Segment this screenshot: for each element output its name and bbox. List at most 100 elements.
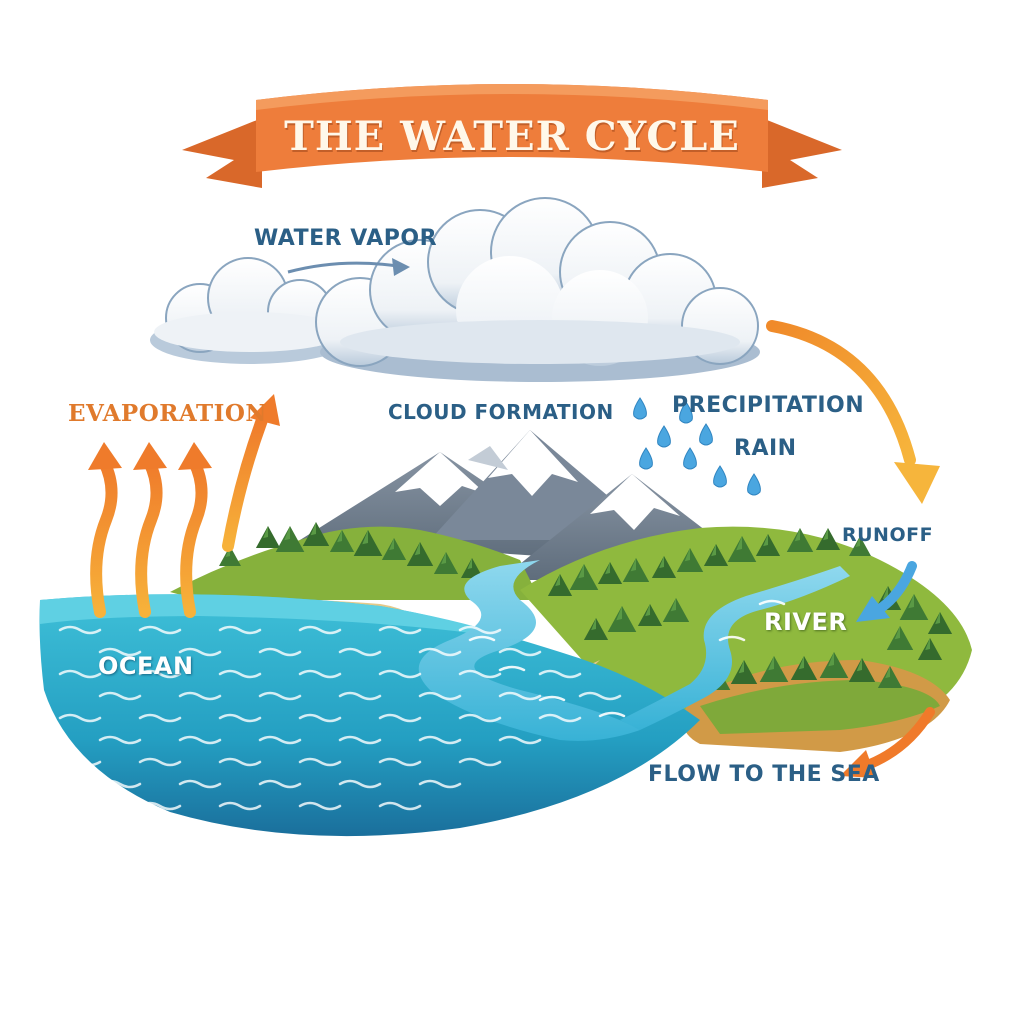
tree <box>406 542 434 566</box>
wave-stroke <box>338 647 382 657</box>
rain-drop <box>633 397 647 420</box>
wave-stroke <box>538 713 582 723</box>
evaporation-arrow-4 <box>222 394 280 552</box>
wave-stroke <box>378 669 422 679</box>
tree <box>607 606 637 632</box>
label-ocean: OCEAN <box>98 652 194 680</box>
label-river: RIVER <box>764 608 848 636</box>
river <box>418 560 850 741</box>
tree <box>662 598 690 622</box>
precipitation-flow-arrow <box>766 320 940 504</box>
wave-stroke <box>378 713 422 723</box>
river-swirl <box>538 695 566 702</box>
tree <box>597 562 623 584</box>
river-swirl <box>758 599 786 606</box>
label-water-vapor: WATER VAPOR <box>254 226 438 251</box>
diagram-title: THE WATER CYCLE <box>284 112 740 160</box>
wave-stroke <box>58 713 102 723</box>
wave-stroke <box>298 801 342 811</box>
tree <box>815 528 841 550</box>
wave-stroke <box>338 691 382 701</box>
wave-stroke <box>98 647 142 657</box>
wave-stroke <box>378 801 422 811</box>
tree <box>703 544 729 566</box>
wave-stroke <box>298 669 342 679</box>
tree <box>927 612 953 634</box>
wave-stroke <box>418 735 462 745</box>
wave-stroke <box>378 757 422 767</box>
cloud-group <box>150 197 760 382</box>
wave-stroke <box>418 647 462 657</box>
wave-stroke <box>58 669 102 679</box>
river-swirl <box>498 665 526 672</box>
rain-drop <box>699 423 713 446</box>
label-cloud-formation: CLOUD FORMATION <box>388 400 614 424</box>
wave-stroke <box>538 669 582 679</box>
wave-stroke <box>418 779 462 789</box>
river-swirl <box>718 635 746 642</box>
wave-stroke <box>458 669 502 679</box>
rain-drop <box>657 425 671 448</box>
label-flow-to-the-sea: FLOW TO THE SEA <box>648 762 880 787</box>
wave-stroke <box>258 647 302 657</box>
wave-stroke <box>298 713 342 723</box>
wave-stroke <box>298 625 342 635</box>
wave-stroke <box>338 735 382 745</box>
tree <box>637 604 663 626</box>
wave-stroke <box>138 801 182 811</box>
wave-stroke <box>338 779 382 789</box>
wave-stroke <box>578 691 622 701</box>
label-precipitation: PRECIPITATION <box>672 393 865 418</box>
tree <box>302 522 330 546</box>
rain-drops <box>633 397 761 496</box>
tree <box>727 536 757 562</box>
wave-stroke <box>58 801 102 811</box>
wave-stroke <box>178 779 222 789</box>
tree <box>759 656 789 682</box>
wave-stroke <box>458 713 502 723</box>
river-swirl <box>598 711 626 718</box>
label-evaporation: EVAPORATION <box>68 400 267 427</box>
tree <box>433 552 459 574</box>
cloud-left <box>150 257 350 364</box>
tree <box>899 594 929 620</box>
tree <box>786 528 814 552</box>
tree <box>877 666 903 688</box>
wave-stroke <box>418 691 462 701</box>
wave-stroke <box>58 757 102 767</box>
rain-drop <box>747 473 761 496</box>
evaporation-arrow-2 <box>133 442 167 618</box>
label-rain: RAIN <box>734 436 797 461</box>
rain-drop <box>679 401 693 424</box>
wave-stroke <box>138 669 182 679</box>
wave-stroke <box>218 757 262 767</box>
wave-stroke <box>218 801 262 811</box>
tree <box>461 558 483 578</box>
wave-stroke <box>378 625 422 635</box>
water-vapor-arrow <box>287 258 410 276</box>
wave-stroke <box>98 735 142 745</box>
rain-drop <box>639 447 653 470</box>
wave-stroke <box>138 625 182 635</box>
wave-highlights <box>58 599 786 811</box>
wave-stroke <box>498 735 542 745</box>
tree <box>275 526 305 552</box>
wave-stroke <box>458 757 502 767</box>
wave-stroke <box>298 757 342 767</box>
wave-stroke <box>498 691 542 701</box>
rain-drop <box>683 447 697 470</box>
river-swirl <box>468 635 496 642</box>
flow-to-sea-arrow <box>840 707 935 778</box>
wave-stroke <box>178 647 222 657</box>
tree <box>848 658 876 682</box>
tree <box>755 534 781 556</box>
wave-stroke <box>138 713 182 723</box>
evaporation-arrows <box>88 394 280 618</box>
tree <box>917 638 943 660</box>
wave-stroke <box>218 625 262 635</box>
tree <box>849 536 871 556</box>
tree <box>329 530 355 552</box>
tree <box>381 538 407 560</box>
